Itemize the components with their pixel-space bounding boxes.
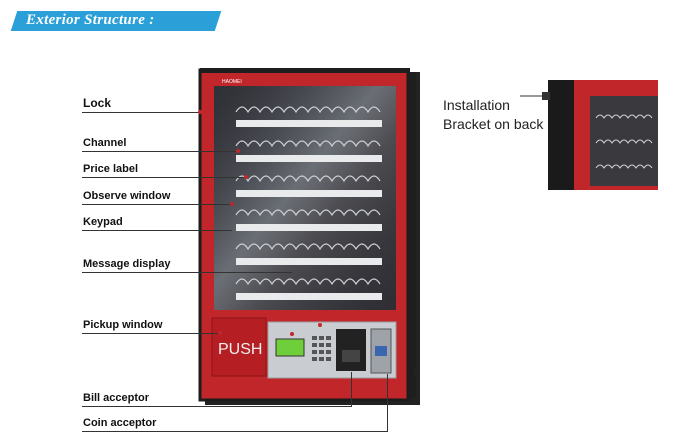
label-pickup-window: Pickup window — [83, 319, 163, 331]
leader-line-message-display — [82, 272, 292, 273]
leader-line-lock — [82, 112, 200, 113]
pointer-dot-message-display — [290, 332, 294, 336]
pointer-dot-keypad — [318, 323, 322, 327]
label-keypad: Keypad — [83, 216, 123, 228]
label-lock: Lock — [83, 96, 112, 110]
label-message-display: Message display — [83, 258, 171, 270]
callout-line-1: Installation — [443, 97, 510, 113]
leader-line-bill-acceptor — [82, 406, 352, 407]
pointer-dot-observe-window — [230, 202, 234, 206]
brand-tag: HAOMEI — [222, 79, 242, 85]
callout-line-2: Bracket on back — [443, 116, 544, 132]
label-price-label: Price label — [83, 163, 139, 175]
message-display-screen — [275, 338, 305, 357]
label-coin-acceptor: Coin acceptor — [83, 417, 157, 429]
push-label: PUSH — [218, 341, 262, 358]
leader-line-coin-acceptor-v — [387, 374, 388, 431]
leader-line-bill-acceptor-v — [351, 372, 352, 406]
leader-line-channel — [82, 151, 238, 152]
pointer-dot-channel — [236, 149, 240, 153]
leader-line-observe-window — [82, 204, 232, 205]
page-title: Exterior Structure : — [26, 12, 155, 28]
label-channel: Channel — [83, 137, 127, 149]
pointer-dot-pickup-window — [218, 331, 222, 335]
leader-line-coin-acceptor — [82, 431, 388, 432]
pointer-dot-price-label — [244, 175, 248, 179]
leader-line-price-label — [82, 177, 246, 178]
label-observe-window: Observe window — [83, 190, 171, 202]
installation-callout: Installation Bracket on back — [443, 96, 543, 134]
leader-line-keypad — [82, 230, 232, 231]
pointer-dot-lock — [198, 110, 202, 114]
label-bill-acceptor: Bill acceptor — [83, 392, 150, 404]
leader-line-pickup-window — [82, 333, 218, 334]
